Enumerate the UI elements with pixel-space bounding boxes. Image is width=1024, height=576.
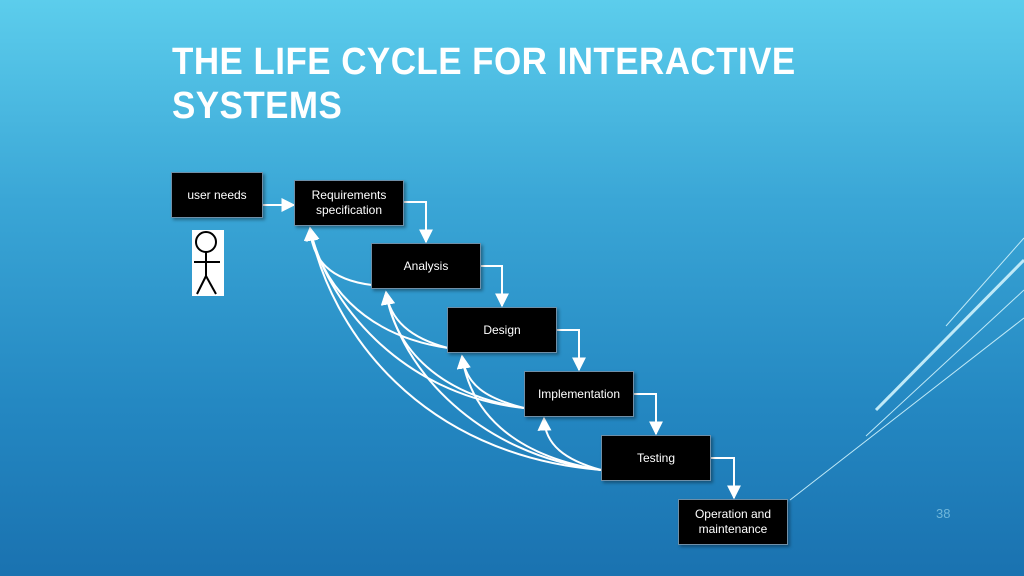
- feedback-arrow: [537, 416, 602, 471]
- user-needs-box: user needs: [171, 172, 263, 218]
- feedback-arrow: [305, 226, 602, 471]
- user-figure: [192, 230, 224, 296]
- title-line-1: THE LIFE CYCLE FOR INTERACTIVE: [172, 41, 796, 83]
- feedback-arrow: [305, 226, 525, 409]
- stick-figure-icon: [194, 231, 220, 295]
- stage-label: Requirements: [311, 188, 387, 202]
- user-needs-label: user needs: [187, 187, 247, 202]
- stage-label: specification: [315, 203, 383, 217]
- stage-design-box: Design: [447, 307, 557, 353]
- stage-testing-box: Testing: [601, 435, 711, 481]
- page-number: 38: [936, 506, 951, 521]
- stage-analysis-box: Analysis: [371, 243, 481, 289]
- arrow-implementation-to-testing: [634, 393, 663, 436]
- stage-implementation-box: Implementation: [524, 371, 634, 417]
- title-line-2: SYSTEMS: [172, 85, 343, 127]
- deco-line: [865, 289, 1024, 437]
- feedback-arrow: [456, 354, 525, 409]
- stage-operation-box: Operation and maintenance: [678, 499, 788, 545]
- stage-label: maintenance: [698, 522, 768, 536]
- feedback-arrows: [303, 226, 602, 471]
- forward-arrows: [262, 198, 741, 500]
- stage-label: Design: [483, 322, 521, 337]
- stage-label: Testing: [636, 450, 676, 465]
- stage-label: Analysis: [403, 258, 449, 273]
- deco-line: [945, 237, 1024, 327]
- stage-label: Operation and: [694, 507, 772, 521]
- slide-title: THE LIFE CYCLE FOR INTERACTIVE SYSTEMS: [172, 40, 816, 128]
- arrow-requirements-to-analysis: [403, 201, 433, 244]
- feedback-arrow: [456, 354, 602, 471]
- stage-requirements-box: Requirements specification: [294, 180, 404, 226]
- arrow-design-to-implementation: [556, 329, 586, 372]
- stage-label: Implementation: [537, 386, 621, 401]
- deco-line: [874, 258, 1024, 412]
- arrow-testing-to-operation: [710, 457, 741, 500]
- arrow-analysis-to-design: [480, 265, 509, 308]
- deco-line: [789, 317, 1024, 501]
- feedback-arrow: [381, 290, 602, 471]
- feedback-arrow: [380, 290, 449, 349]
